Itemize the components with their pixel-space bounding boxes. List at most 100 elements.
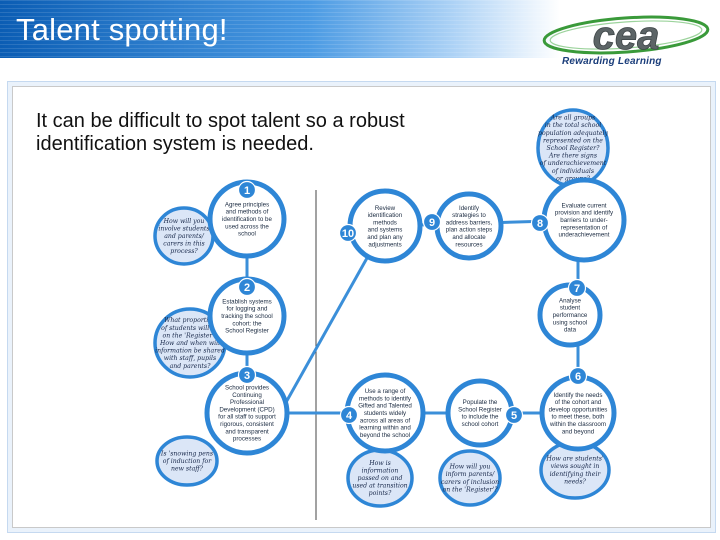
question-text-line: of individuals bbox=[552, 168, 594, 175]
step-number-badge bbox=[567, 278, 587, 298]
question-text-line: Are there signs bbox=[548, 153, 597, 160]
step-text-line: Development (CPD) bbox=[219, 406, 274, 413]
step-text-line: develop opportunities bbox=[549, 406, 608, 413]
step-number-badge bbox=[339, 405, 359, 425]
step-number: 10 bbox=[342, 228, 354, 240]
question-text-line: on the 'Register'? bbox=[162, 332, 218, 339]
step-text-line: performance bbox=[553, 312, 588, 319]
step-text-line: school cohort bbox=[462, 421, 499, 428]
step-text-line: Gifted and Talented bbox=[358, 403, 412, 410]
question-text-line: School Register? bbox=[547, 145, 601, 152]
step-text-line: using school bbox=[553, 319, 587, 326]
question-text-line: of underachievement bbox=[540, 160, 607, 167]
step-text-line: provision and identify bbox=[555, 210, 614, 217]
step-text-line: and plan any bbox=[367, 234, 403, 241]
step-text-line: resources bbox=[455, 241, 482, 248]
step-text-line: strategies to bbox=[452, 212, 486, 219]
step-text-line: Identify bbox=[459, 205, 480, 212]
question-text-line: needs? bbox=[564, 478, 586, 485]
question-text-line: represented on the bbox=[543, 137, 603, 144]
cea-logo: cea bbox=[542, 14, 710, 58]
step-number-badge bbox=[237, 180, 257, 200]
step-text-line: students widely bbox=[364, 410, 407, 417]
question-text-line: and parents? bbox=[170, 363, 212, 370]
step-number-badge bbox=[237, 277, 257, 297]
step-number: 1 bbox=[244, 185, 250, 197]
logo-wordmark: cea bbox=[593, 14, 660, 58]
step-number-badge bbox=[530, 213, 550, 233]
step-text-line: processes bbox=[233, 436, 261, 443]
step-text-line: and allocate bbox=[452, 234, 486, 241]
step-text-line: identification to be bbox=[222, 216, 272, 223]
step-text-line: address barriers, bbox=[446, 219, 493, 226]
step-number-badge bbox=[568, 366, 588, 386]
step-text-line: methods to identify bbox=[359, 395, 412, 402]
question-text-line: involve students bbox=[158, 225, 209, 232]
step-text-line: Agree principles bbox=[225, 201, 269, 208]
step-text-line: identification bbox=[368, 212, 403, 219]
question-bubble-circle bbox=[155, 435, 219, 487]
question-bubble-circle bbox=[438, 449, 502, 507]
step-text-line: tracking the school bbox=[221, 313, 273, 320]
step-text-line: Establish systems bbox=[222, 298, 272, 305]
step-text-line: Populate the bbox=[463, 399, 498, 406]
slide-title: Talent spotting! bbox=[16, 12, 228, 47]
step-number: 2 bbox=[244, 282, 250, 294]
step-text-line: rigorous, consistent bbox=[220, 421, 274, 428]
step-text-line: underachievement bbox=[559, 232, 610, 239]
step-text-line: School provides bbox=[225, 384, 269, 391]
question-text-line: new staff? bbox=[171, 466, 204, 473]
question-text-line: Are all groups bbox=[550, 115, 595, 122]
question-text-line: identifying their bbox=[550, 471, 602, 478]
step-number: 6 bbox=[575, 371, 581, 383]
step-text-line: Professional bbox=[230, 399, 264, 406]
step-text-line: to include the bbox=[462, 414, 499, 421]
question-text-line: of induction for bbox=[163, 458, 213, 465]
step-number-badge bbox=[338, 223, 358, 243]
step-text-line: within the classroom bbox=[549, 421, 606, 428]
step-text-line: adjustments bbox=[368, 241, 401, 248]
step-text-line: and systems bbox=[368, 227, 403, 234]
step-text-line: Use a range of bbox=[365, 388, 406, 395]
question-text-line: of students will be bbox=[161, 325, 219, 332]
step-text-line: for logging and bbox=[227, 306, 268, 313]
step-number: 5 bbox=[511, 410, 517, 422]
question-text-line: points? bbox=[369, 490, 392, 497]
step-text-line: beyond the school bbox=[360, 432, 410, 439]
step-number: 8 bbox=[537, 218, 543, 230]
slide-header: Talent spotting! cea Rewarding Learning bbox=[0, 0, 720, 78]
step-text-line: cohort: the bbox=[232, 320, 262, 327]
logo-swoosh-inner bbox=[549, 20, 703, 50]
question-text-line: on the 'Register'? bbox=[442, 486, 498, 493]
question-text-line: How is bbox=[368, 460, 391, 467]
question-text-line: carers of inclusion bbox=[441, 479, 499, 486]
question-text-line: What proportion bbox=[164, 317, 216, 324]
step-text-line: and beyond bbox=[562, 428, 595, 435]
step-text-line: School Register bbox=[458, 406, 502, 413]
question-text-line: process? bbox=[170, 248, 198, 255]
step-text-line: learning within and bbox=[359, 425, 411, 432]
step-text-line: school bbox=[238, 231, 256, 238]
step-node-3: School providesContinuingProfessionalDev… bbox=[204, 365, 290, 456]
step-text-line: data bbox=[564, 327, 577, 334]
question-text-line: How and when will bbox=[159, 340, 220, 347]
question-text-line: Is 'snowing pens bbox=[160, 450, 213, 457]
step-text-line: Analyse bbox=[559, 297, 582, 304]
question-text-line: views sought in bbox=[551, 463, 600, 470]
intro-text: It can be difficult to spot talent so a … bbox=[36, 110, 405, 155]
question-text-line: passed on and bbox=[358, 475, 403, 482]
step-text-line: student bbox=[560, 305, 581, 312]
question-text-line: How are students' bbox=[545, 456, 604, 463]
question-text-line: and parents/ bbox=[164, 233, 205, 240]
